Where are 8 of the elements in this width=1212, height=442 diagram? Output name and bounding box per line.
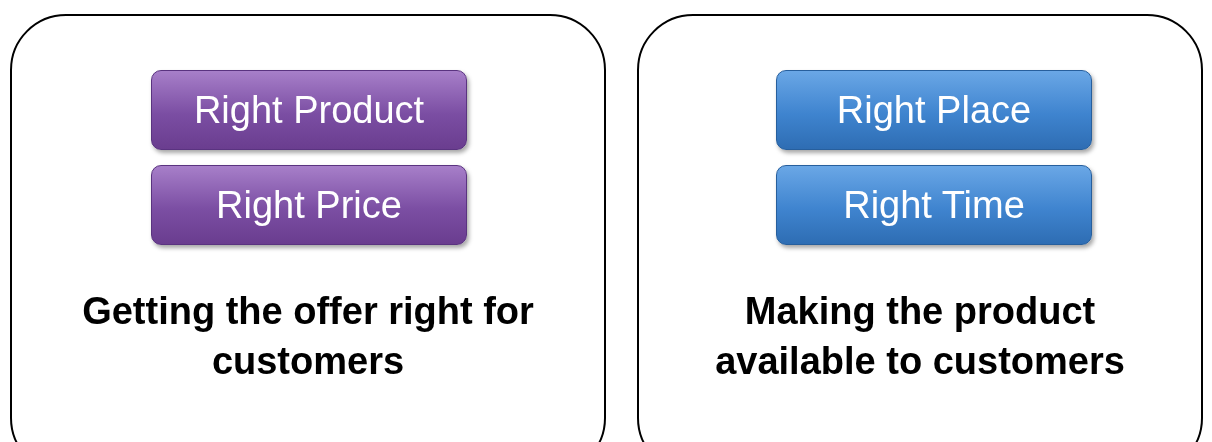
label-button: Right Place	[776, 70, 1092, 150]
label-button: Right Price	[151, 165, 467, 245]
rounded-panel	[637, 14, 1203, 442]
panel-caption: Making the product available to customers	[714, 289, 1126, 384]
label-button: Right Time	[776, 165, 1092, 245]
rounded-panel	[10, 14, 606, 442]
panel-caption: Getting the offer right for customers	[81, 289, 535, 384]
label-button: Right Product	[151, 70, 467, 150]
